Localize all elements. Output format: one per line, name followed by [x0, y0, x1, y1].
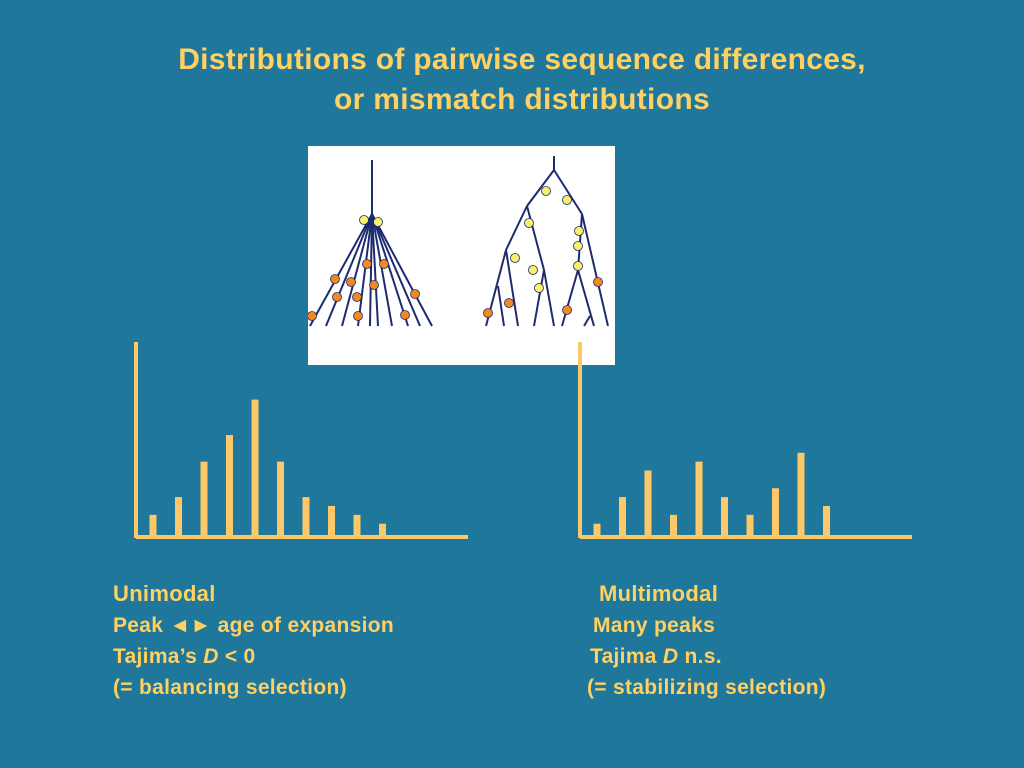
unimodal-bar [277, 461, 284, 537]
multimodal-histogram [578, 342, 912, 539]
star-tree-nodes [308, 215, 420, 321]
genealogy-trees-svg [308, 156, 609, 327]
unimodal-selection-line: (= balancing selection) [113, 676, 347, 699]
multimodal-bar [772, 488, 779, 537]
unimodal-tajima-line: Tajima’s D < 0 [113, 641, 394, 672]
unimodal-bar [200, 461, 208, 537]
unimodal-tajima-prefix: Tajima’s [113, 645, 204, 668]
multimodal-bar [797, 452, 805, 537]
unimodal-tajima-suffix: < 0 [218, 645, 256, 668]
title-line-1: Distributions of pairwise sequence diffe… [178, 43, 866, 76]
multimodal-heading: Multimodal [599, 581, 719, 606]
branching-tree-nodes [483, 186, 603, 318]
multimodal-tajima-line: Tajima D n.s. [587, 641, 826, 672]
multimodal-peaks-line: Many peaks [593, 614, 716, 637]
multimodal-tajima-var: D [662, 645, 679, 668]
multimodal-caption: Multimodal Many peaks Tajima D n.s. (= s… [587, 578, 826, 703]
star-tree [309, 160, 433, 327]
unimodal-bar [353, 514, 361, 537]
multimodal-bar [695, 461, 703, 537]
unimodal-bar [302, 497, 310, 537]
multimodal-bar [746, 514, 754, 537]
unimodal-caption: Unimodal Peak ◄► age of expansion Tajima… [113, 578, 394, 703]
unimodal-tajima-var: D [203, 645, 219, 668]
unimodal-bar [149, 514, 157, 537]
multimodal-bar [670, 514, 677, 537]
unimodal-bar [175, 497, 182, 537]
unimodal-bar [328, 505, 335, 537]
multimodal-bar [593, 523, 601, 537]
multimodal-tajima-suffix: n.s. [678, 645, 722, 668]
multimodal-tajima-prefix: Tajima [590, 645, 663, 668]
unimodal-bar [251, 399, 259, 537]
multimodal-selection-line: (= stabilizing selection) [587, 676, 827, 699]
unimodal-histogram [134, 342, 468, 539]
branching-tree [485, 156, 609, 327]
title-line-2: or mismatch distributions [334, 83, 710, 116]
genealogy-trees-illustration [308, 146, 615, 365]
unimodal-peak-line: Peak ◄► age of expansion [113, 614, 395, 637]
multimodal-bar [823, 505, 830, 537]
unimodal-heading: Unimodal [113, 581, 216, 606]
page-title: Distributions of pairwise sequence diffe… [0, 40, 1024, 120]
unimodal-bar [379, 523, 386, 537]
multimodal-bar [721, 497, 728, 537]
multimodal-bar [644, 470, 652, 537]
unimodal-bar [226, 435, 233, 537]
multimodal-bar [619, 497, 626, 537]
